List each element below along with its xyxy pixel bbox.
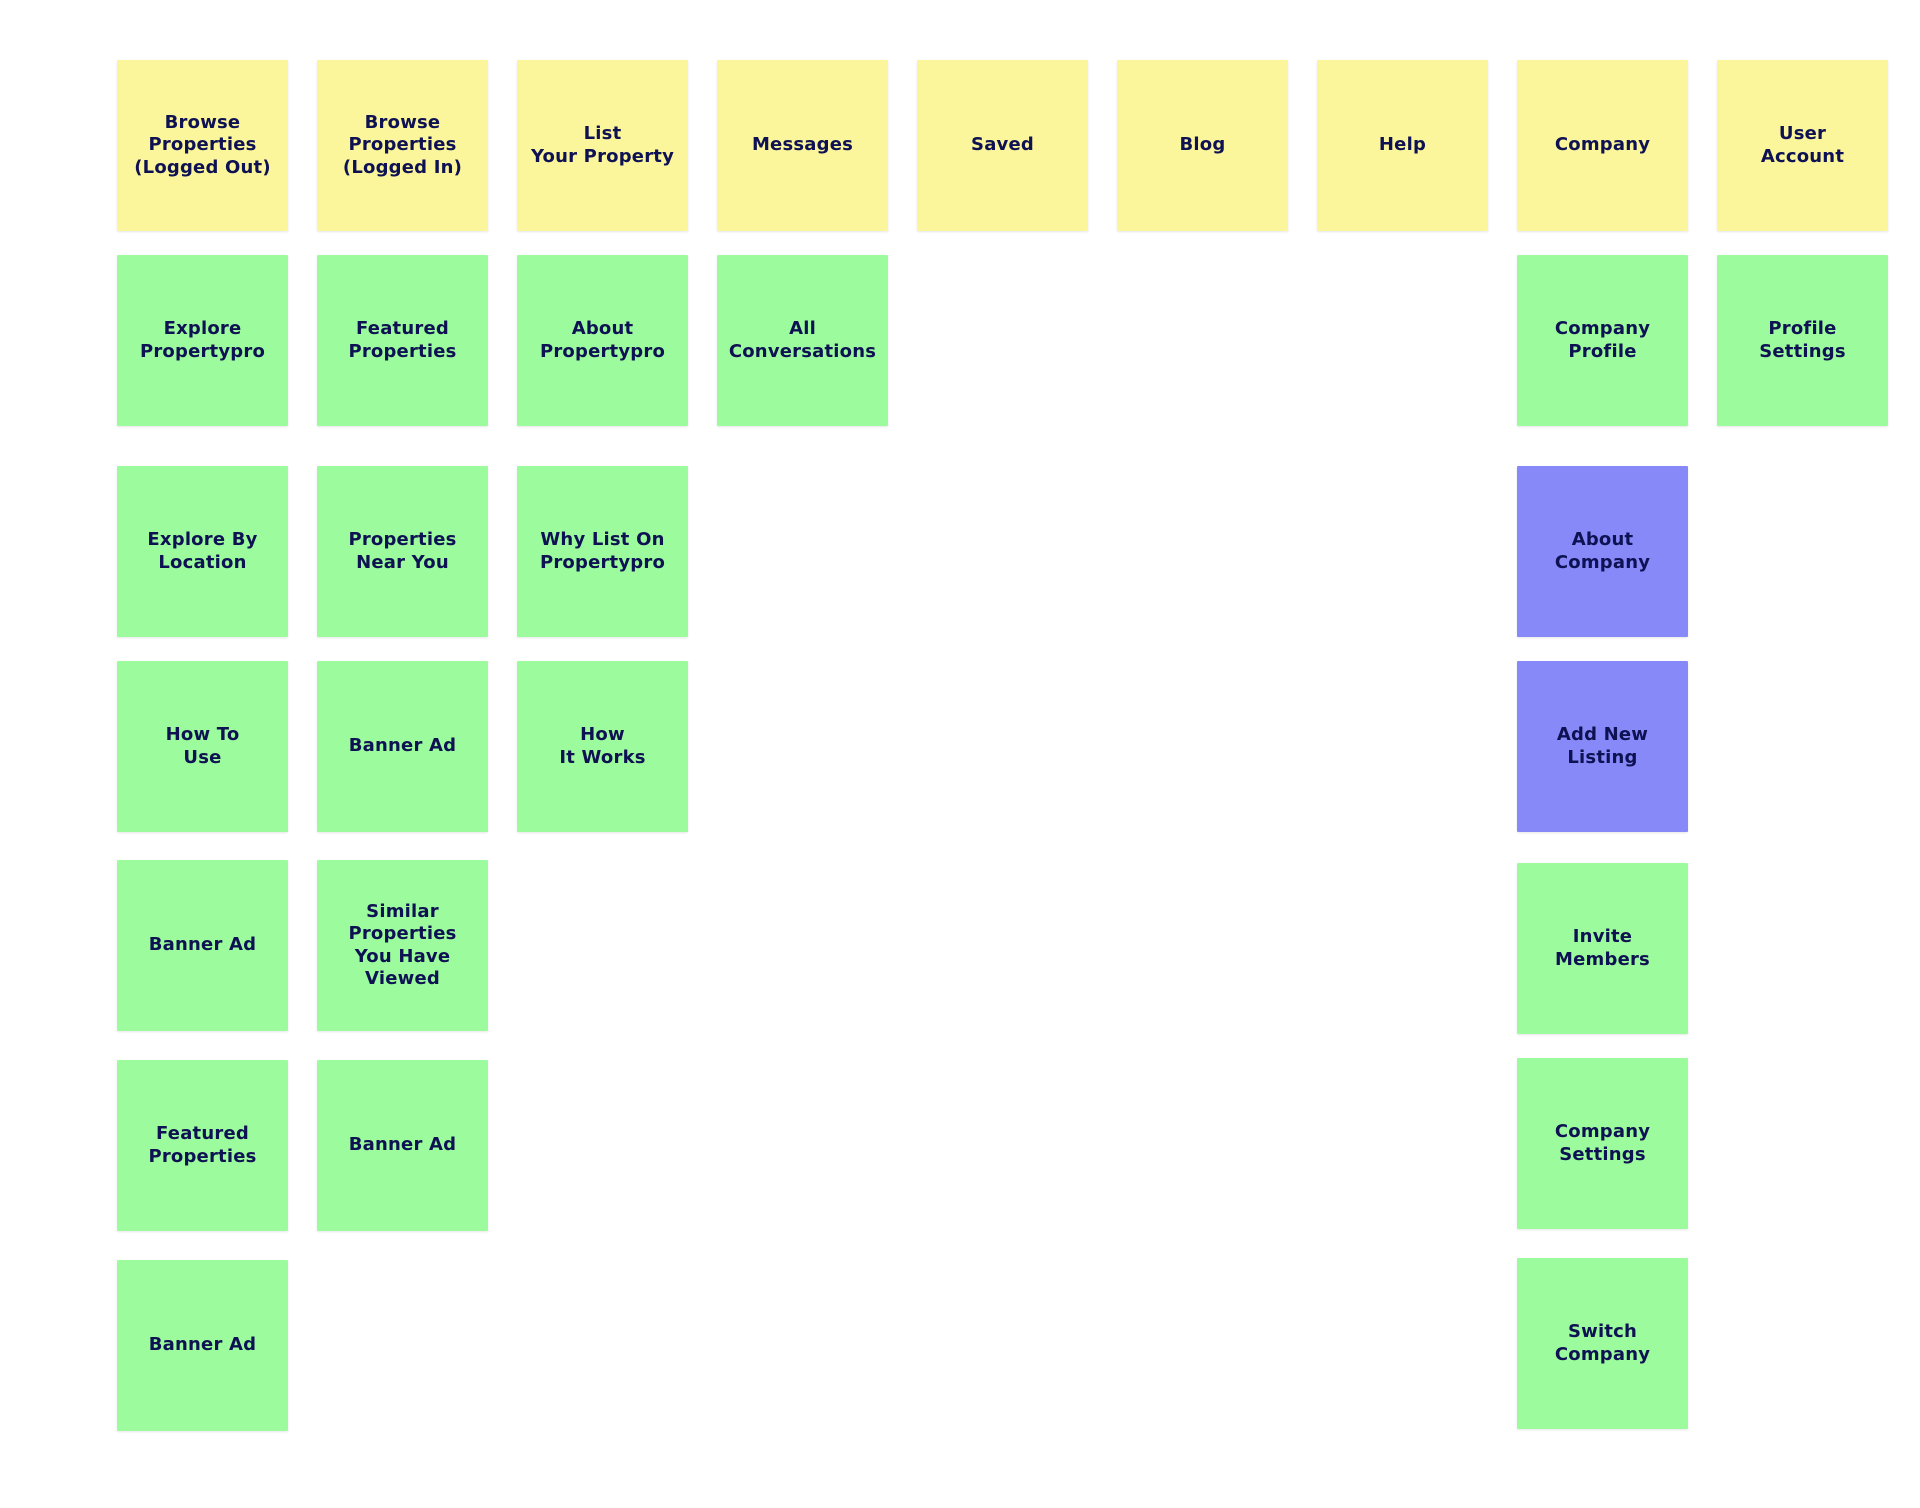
sticky-note-about-company[interactable]: About Company (1517, 466, 1688, 637)
sticky-note-label: How To Use (165, 724, 240, 768)
sticky-note-label: Explore By Location (147, 529, 258, 573)
sticky-note-switch-company[interactable]: Switch Company (1517, 1258, 1688, 1429)
sticky-note-label: List Your Property (530, 123, 675, 167)
sticky-note-how-to-use[interactable]: How To Use (117, 661, 288, 832)
sticky-note-company-profile[interactable]: Company Profile (1517, 255, 1688, 426)
sticky-note-label: Similar Properties You Have Viewed (348, 900, 457, 990)
sticky-note-label: Featured Properties (348, 318, 457, 362)
sticky-note-invite-members[interactable]: Invite Members (1517, 863, 1688, 1034)
sticky-note-label: Banner Ad (148, 1334, 257, 1356)
sticky-note-user-account[interactable]: User Account (1717, 60, 1888, 231)
sticky-note-explore-by-location[interactable]: Explore By Location (117, 466, 288, 637)
sticky-note-label: Blog (1179, 134, 1226, 156)
sticky-note-banner-ad[interactable]: Banner Ad (317, 1060, 488, 1231)
sticky-note-browse-properties-logged-in[interactable]: Browse Properties (Logged In) (317, 60, 488, 231)
sticky-note-label: Browse Properties (Logged In) (342, 111, 463, 178)
sticky-note-label: Banner Ad (348, 1134, 457, 1156)
sticky-note-banner-ad[interactable]: Banner Ad (117, 860, 288, 1031)
sticky-note-banner-ad[interactable]: Banner Ad (117, 1260, 288, 1431)
sticky-note-label: Why List On Propertypro (539, 529, 666, 573)
sticky-note-label: Add New Listing (1556, 724, 1649, 768)
sticky-note-browse-properties-logged-out[interactable]: Browse Properties (Logged Out) (117, 60, 288, 231)
sticky-note-add-new-listing[interactable]: Add New Listing (1517, 661, 1688, 832)
sticky-note-featured-properties[interactable]: Featured Properties (117, 1060, 288, 1231)
sticky-note-label: Banner Ad (148, 934, 257, 956)
sticky-note-label: Banner Ad (348, 735, 457, 757)
sticky-note-label: Company (1554, 134, 1651, 156)
sticky-note-company-settings[interactable]: Company Settings (1517, 1058, 1688, 1229)
sticky-note-how-it-works[interactable]: How It Works (517, 661, 688, 832)
sticky-note-label: User Account (1760, 123, 1845, 167)
sticky-note-all-conversations[interactable]: All Conversations (717, 255, 888, 426)
sticky-note-label: Properties Near You (348, 529, 457, 573)
sticky-note-company[interactable]: Company (1517, 60, 1688, 231)
sticky-note-messages[interactable]: Messages (717, 60, 888, 231)
sticky-note-label: Profile Settings (1759, 318, 1846, 362)
sticky-note-label: Switch Company (1554, 1321, 1651, 1365)
sticky-note-profile-settings[interactable]: Profile Settings (1717, 255, 1888, 426)
sticky-note-label: About Propertypro (539, 318, 666, 362)
sticky-note-list-your-property[interactable]: List Your Property (517, 60, 688, 231)
sticky-note-explore-propertypro[interactable]: Explore Propertypro (117, 255, 288, 426)
sticky-note-label: Browse Properties (Logged Out) (134, 111, 271, 178)
sticky-note-why-list-on-propertypro[interactable]: Why List On Propertypro (517, 466, 688, 637)
sticky-note-label: Messages (751, 134, 854, 156)
sticky-note-label: How It Works (559, 724, 646, 768)
sticky-note-label: All Conversations (728, 318, 877, 362)
sticky-note-properties-near-you[interactable]: Properties Near You (317, 466, 488, 637)
sticky-note-similar-properties-you-have-viewed[interactable]: Similar Properties You Have Viewed (317, 860, 488, 1031)
sticky-note-label: Featured Properties (148, 1123, 257, 1167)
sticky-note-label: Company Profile (1554, 318, 1651, 362)
sticky-note-blog[interactable]: Blog (1117, 60, 1288, 231)
sticky-note-label: Company Settings (1554, 1121, 1651, 1165)
sticky-note-saved[interactable]: Saved (917, 60, 1088, 231)
sticky-note-label: Help (1378, 134, 1427, 156)
sticky-note-about-propertypro[interactable]: About Propertypro (517, 255, 688, 426)
sticky-note-label: About Company (1554, 529, 1651, 573)
sticky-note-label: Explore Propertypro (139, 318, 266, 362)
sticky-note-help[interactable]: Help (1317, 60, 1488, 231)
sticky-note-label: Saved (971, 134, 1034, 156)
sticky-note-label: Invite Members (1555, 926, 1650, 970)
sticky-note-banner-ad[interactable]: Banner Ad (317, 661, 488, 832)
sticky-note-featured-properties[interactable]: Featured Properties (317, 255, 488, 426)
